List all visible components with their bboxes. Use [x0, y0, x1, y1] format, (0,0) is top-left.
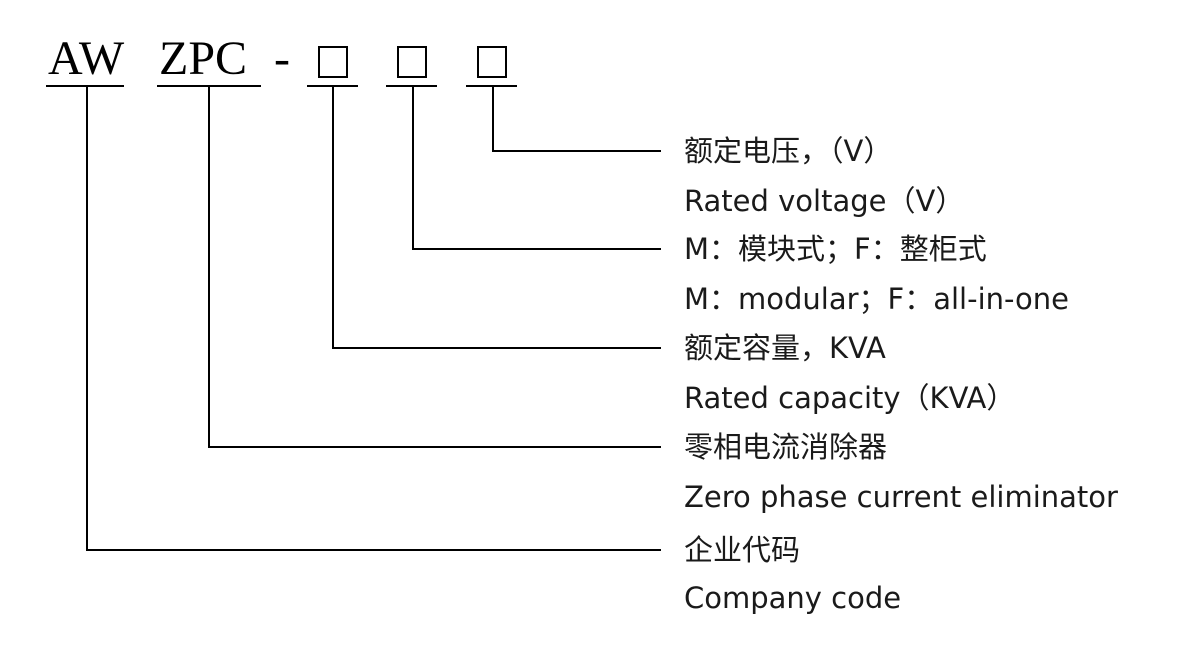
leader-type — [412, 86, 661, 250]
capacity-label-zh: 额定容量，KVA — [684, 331, 886, 365]
type-label-en: M：modular；F：all-in-one — [684, 282, 1069, 316]
code-placeholder-capacity — [318, 46, 348, 78]
company-label-en: Company code — [684, 581, 902, 615]
leader-capacity — [332, 86, 661, 349]
product-code-text: ZPC — [159, 32, 248, 85]
capacity-label-en: Rated capacity（KVA） — [684, 381, 1016, 415]
voltage-label-zh: 额定电压，（V） — [684, 134, 893, 168]
code-placeholder-voltage — [477, 46, 507, 78]
voltage-label-en: Rated voltage（V） — [684, 184, 965, 218]
product-label-en: Zero phase current eliminator — [684, 480, 1118, 514]
code-placeholder-type — [397, 46, 427, 78]
company-label-zh: 企业代码 — [684, 533, 801, 567]
type-label-zh: M：模块式；F：整柜式 — [684, 232, 987, 266]
leader-product — [208, 86, 661, 448]
leader-company — [86, 86, 661, 551]
product-label-zh: 零相电流消除器 — [684, 430, 888, 464]
code-dash: - — [274, 32, 290, 85]
leader-voltage — [492, 86, 661, 152]
company-code-text: AW — [48, 32, 125, 85]
